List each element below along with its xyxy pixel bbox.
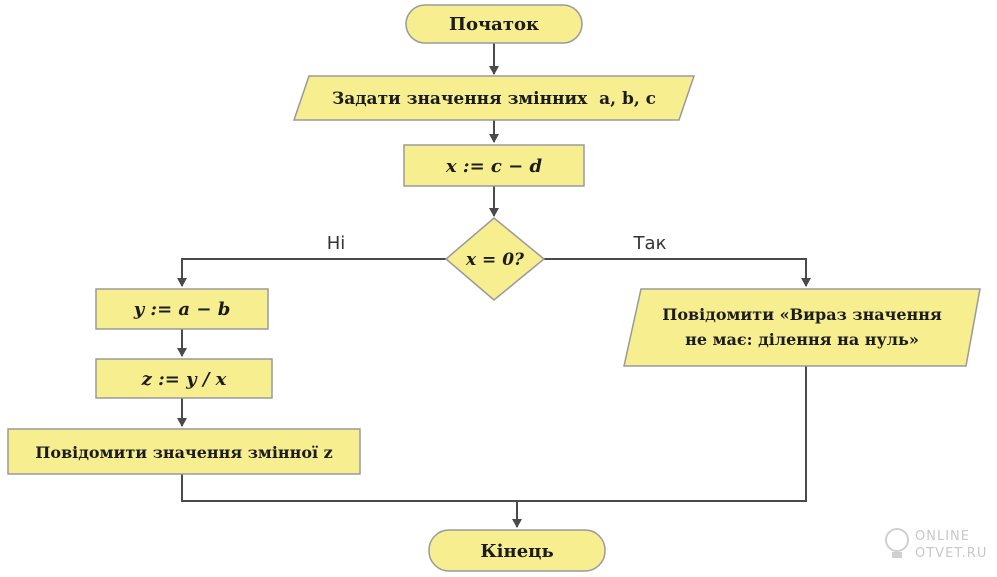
assign-y-label: y := a − b [133,299,231,320]
connectors [177,43,811,528]
watermark-line1: ONLINE [915,529,970,544]
input-label: Задати значення змінних a, b, c [332,89,656,109]
lightbulb-icon [885,528,909,552]
output-z-block: Повідомити значення змінної z [7,428,361,475]
start-terminator: Початок [405,4,583,44]
decision-label: x = 0? [465,250,525,270]
arrow-decision-no-branch [177,258,446,287]
assign-z-label: z := y / x [141,369,227,390]
assign-y-block: y := a − b [95,288,269,330]
decision-block: x = 0? [444,217,546,301]
end-terminator: Кінець [428,529,606,572]
assign-z-block: z := y / x [95,358,273,399]
line-output-z-to-merge [181,366,807,502]
branch-yes-label: Так [633,233,667,254]
assign-x-label: x := c − d [445,156,543,177]
input-block: Задати значення змінних a, b, c [292,75,696,121]
output-message-line2: не має: ділення на нуль» [685,330,919,349]
output-z-label: Повідомити значення змінної z [35,443,332,462]
output-message-line1: Повідомити «Вираз значення [662,305,942,324]
output-message-block: Повідомити «Вираз значення не має: ділен… [623,288,981,367]
start-label: Початок [449,14,539,35]
end-label: Кінець [480,541,553,562]
watermark: ONLINE OTVET.RU [885,528,987,561]
watermark-line2: OTVET.RU [915,546,987,561]
branch-no-label: Ні [327,233,346,254]
arrow-decision-yes-branch [544,258,811,287]
assign-x-block: x := c − d [403,144,585,187]
